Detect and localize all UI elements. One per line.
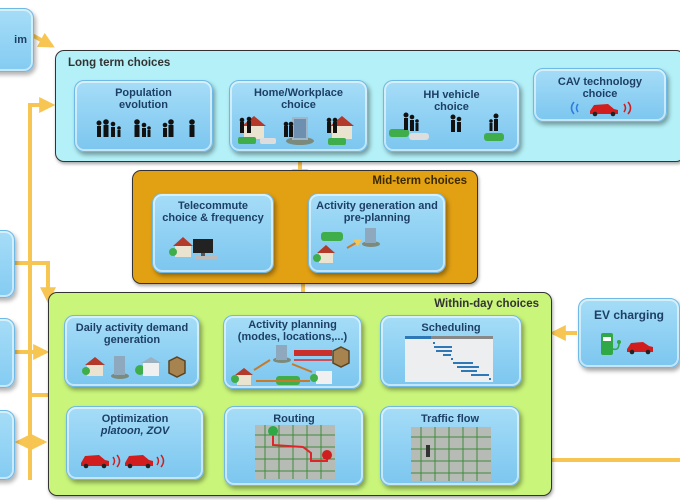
traffic-flow-box[interactable]: Traffic flow <box>380 406 520 486</box>
people-icon <box>96 119 195 137</box>
activity-generation-box[interactable]: Activity generation and pre-planning <box>308 193 446 273</box>
traffic-map-icon <box>411 427 491 481</box>
external-box-2 <box>0 318 15 388</box>
box-subtitle: choice <box>281 99 316 111</box>
external-sim-label: im <box>14 34 27 46</box>
telecommute-choice-box[interactable]: Telecommute choice & frequency <box>152 193 274 273</box>
box-title: Population <box>115 87 172 99</box>
box-subtitle: choice <box>434 101 469 113</box>
arrow-left-trunk <box>28 97 56 480</box>
box-subtitle: (modes, locations,...) <box>237 331 348 343</box>
charging-station-icon <box>601 333 653 355</box>
box-title: Activity generation and <box>316 200 438 212</box>
arrow-ext-to-longterm <box>31 32 55 48</box>
box-subtitle: choice <box>582 88 618 100</box>
cav-technology-choice-box[interactable]: CAV technology choice <box>533 68 667 122</box>
ev-charging-box[interactable]: EV charging <box>578 298 680 368</box>
platoon-cars-icon <box>81 454 165 469</box>
scheduling-box[interactable]: Scheduling <box>380 315 522 387</box>
external-sim-box: im <box>0 8 34 72</box>
long-term-label: Long term choices <box>68 57 171 69</box>
route-map-icon <box>255 425 335 479</box>
routing-box[interactable]: Routing <box>224 406 364 486</box>
daily-activity-demand-box[interactable]: Daily activity demand generation <box>64 315 200 387</box>
box-title: Activity planning <box>248 319 337 331</box>
box-title: Home/Workplace <box>253 87 344 99</box>
box-title: HH vehicle <box>423 89 480 101</box>
box-title: Scheduling <box>421 322 481 334</box>
within-day-label: Within-day choices <box>434 298 539 310</box>
box-title: Traffic flow <box>420 413 480 425</box>
box-title: Telecommute <box>177 200 249 212</box>
box-title: Optimization <box>101 413 169 425</box>
hh-vehicle-choice-box[interactable]: HH vehicle choice <box>383 80 520 152</box>
vehicle-people-icon <box>389 112 504 141</box>
connected-car-icon <box>570 101 632 117</box>
house-computer-icon <box>169 237 217 259</box>
car-trip-icon <box>313 228 380 263</box>
activity-network-icon <box>231 345 350 385</box>
box-subtitle: choice & frequency <box>162 212 264 224</box>
optimization-box[interactable]: Optimization platoon, ZOV <box>66 406 204 480</box>
box-subtitle: platoon, ZOV <box>100 425 170 437</box>
box-subtitle: pre-planning <box>343 212 411 224</box>
mid-term-label: Mid-term choices <box>372 175 467 187</box>
external-box-1 <box>0 230 15 298</box>
gantt-chart-icon <box>405 336 493 382</box>
arrow-ext1-to-within <box>14 261 56 304</box>
box-subtitle: generation <box>103 334 161 346</box>
buildings-icon <box>82 356 186 379</box>
box-title: CAV technology <box>557 76 643 88</box>
population-evolution-box[interactable]: Population evolution <box>74 80 213 152</box>
box-subtitle: evolution <box>119 99 168 111</box>
activity-planning-box[interactable]: Activity planning (modes, locations,...) <box>223 315 362 389</box>
box-title: Routing <box>273 413 315 425</box>
home-workplace-choice-box[interactable]: Home/Workplace choice <box>229 80 368 152</box>
box-title: EV charging <box>593 308 664 322</box>
box-title: Daily activity demand <box>75 322 189 334</box>
external-box-3 <box>0 410 15 480</box>
house-building-icon <box>238 116 354 145</box>
